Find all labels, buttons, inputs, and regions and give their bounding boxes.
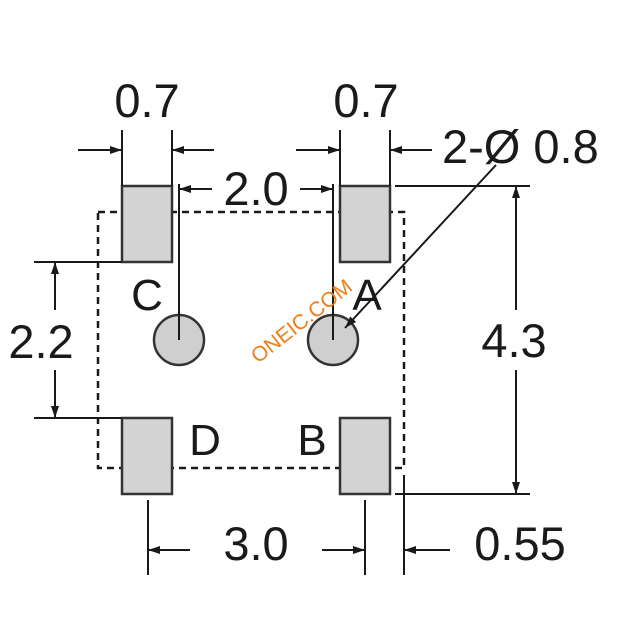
dim-pad-pitch-horizontal: 3.0 [223, 517, 288, 570]
dim-pad-width-right: 0.7 [333, 74, 398, 127]
component-outline [96, 210, 406, 470]
pad-label-a: A [352, 271, 382, 320]
pad-label-d: D [189, 416, 221, 465]
pad-b [338, 416, 392, 496]
pad-d [120, 416, 174, 496]
pad-a [338, 184, 392, 264]
hole-leader-line [344, 164, 497, 329]
pad-c [120, 184, 174, 264]
dim-edge-offset: 0.55 [474, 517, 565, 570]
pad-label-b: B [297, 416, 326, 465]
dim-pad-width-left: 0.7 [114, 74, 179, 127]
pad-label-c: C [131, 271, 163, 320]
dim-pad-pitch-vertical: 2.2 [8, 315, 73, 368]
dim-hole-spec: 2-Ø 0.8 [442, 120, 599, 173]
dim-height: 4.3 [481, 314, 546, 367]
dim-hole-spacing: 2.0 [223, 162, 288, 215]
